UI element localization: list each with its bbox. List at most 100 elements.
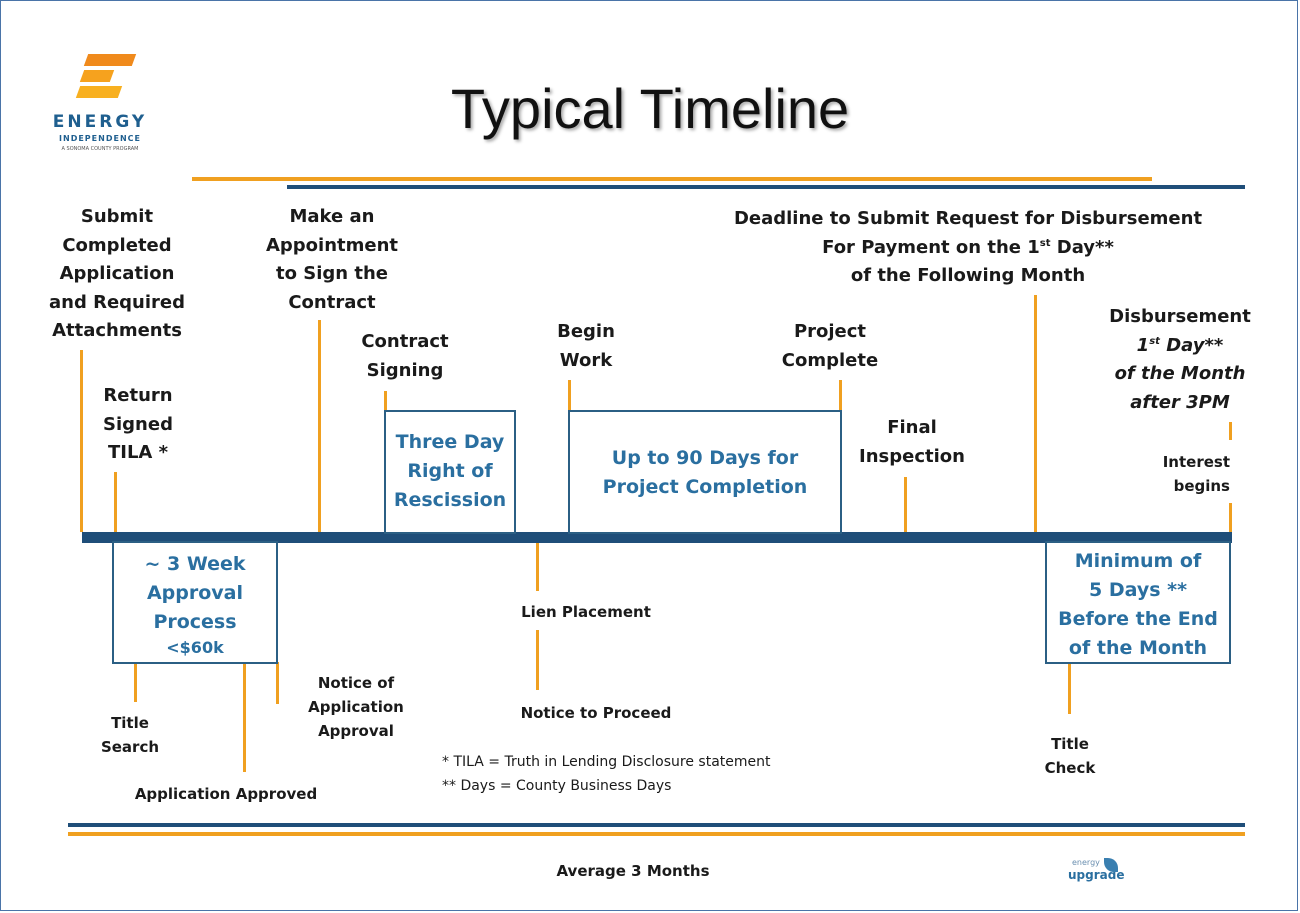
label-lien-placement: Lien Placement <box>506 600 666 624</box>
label-project-complete: Project Complete <box>770 318 890 375</box>
label-line: TILA * <box>107 442 169 463</box>
footnote-days: ** Days = County Business Days <box>442 778 672 794</box>
label-line: Disbursement <box>1109 306 1251 327</box>
box-line: Up to 90 Days for <box>611 447 799 469</box>
title-search-connector <box>134 662 137 702</box>
label-line: Final <box>887 417 937 438</box>
box-line: Three Day <box>395 431 505 453</box>
label-line: Application <box>59 263 175 284</box>
label-line: Lien Placement <box>521 603 651 621</box>
label-application-approved: Application Approved <box>116 782 336 806</box>
label-line: and Required <box>48 291 186 313</box>
label-submit-application: Submit Completed Application and Require… <box>42 203 192 346</box>
label-line: Title <box>111 714 149 732</box>
label-notice-to-proceed: Notice to Proceed <box>506 701 686 725</box>
box-text: Up to 90 Days for Project Completion <box>570 444 840 502</box>
label-line: Contract <box>361 331 449 352</box>
label-line: after 3PM <box>1130 391 1230 413</box>
deadline-connector <box>1034 295 1037 532</box>
box-line-limit: <$60k <box>166 638 224 657</box>
begin-work-connector <box>568 380 571 410</box>
upgrade-logo-small: energy <box>1072 858 1100 867</box>
box-approval-process: ~ 3 Week Approval Process <$60k <box>112 541 278 664</box>
label-line: Return <box>103 385 173 406</box>
label-part: 1 <box>1136 334 1150 356</box>
label-line: Attachments <box>52 320 182 341</box>
label-part: For Payment on the 1 <box>822 236 1040 258</box>
box-line: ~ 3 Week <box>144 553 246 575</box>
label-line: Completed <box>62 234 172 256</box>
logo-bar-1 <box>83 54 137 66</box>
label-line: Make an <box>289 206 375 227</box>
footer-average: Average 3 Months <box>556 862 710 880</box>
title-underline-navy <box>287 185 1245 189</box>
box-line: Process <box>153 611 237 633</box>
label-line: Signing <box>366 359 444 381</box>
box-line: Approval <box>146 582 244 604</box>
final-inspection-connector <box>904 477 907 532</box>
energy-independence-logo: ENERGY INDEPENDENCE A SONOMA COUNTY PROG… <box>42 50 162 160</box>
label-line: Contract <box>288 291 376 313</box>
label-line: to Sign the <box>276 263 388 284</box>
label-part: Day** <box>1050 236 1114 258</box>
box-three-day-rescission: Three Day Right of Rescission <box>384 410 516 534</box>
notice-proceed-connector <box>536 630 539 690</box>
footnote-tila: * TILA = Truth in Lending Disclosure sta… <box>442 754 771 770</box>
label-make-appointment: Make an Appointment to Sign the Contract <box>262 203 402 317</box>
submit-connector <box>80 350 83 532</box>
label-line: Deadline to Submit Request for Disbursem… <box>733 208 1203 229</box>
return-tila-connector <box>114 472 117 532</box>
logo-tagline: A SONOMA COUNTY PROGRAM <box>61 146 139 152</box>
label-final-inspection: Final Inspection <box>852 414 972 471</box>
label-line: Project <box>793 321 867 342</box>
label-deadline: Deadline to Submit Request for Disbursem… <box>718 205 1218 291</box>
box-project-completion: Up to 90 Days for Project Completion <box>568 410 842 534</box>
box-line: of the Month <box>1068 637 1208 659</box>
logo-subword: INDEPENDENCE <box>59 134 141 143</box>
label-line: Inspection <box>859 445 965 467</box>
bottom-rule-navy <box>68 823 1245 827</box>
bottom-rule-orange <box>68 832 1245 836</box>
lien-placement-connector <box>536 543 539 591</box>
label-return-tila: Return Signed TILA * <box>88 382 188 468</box>
label-line: Notice to Proceed <box>520 704 672 722</box>
box-text: Three Day Right of Rescission <box>386 428 514 515</box>
box-line: 5 Days ** <box>1088 579 1188 601</box>
label-line: Submit <box>80 206 154 227</box>
label-line: Notice of <box>317 674 395 692</box>
box-line: Minimum of <box>1074 550 1202 572</box>
timeline-bar <box>82 532 1232 543</box>
label-line: Search <box>100 738 160 756</box>
label-line: 1st Day** <box>1095 332 1265 361</box>
label-line: Approval <box>318 722 394 740</box>
box-text: ~ 3 Week Approval Process <$60k <box>114 550 276 659</box>
label-part: Day** <box>1159 334 1224 356</box>
box-line: Right of <box>407 460 493 482</box>
box-text: Minimum of 5 Days ** Before the End of t… <box>1047 547 1229 663</box>
label-title-check: Title Check <box>1030 732 1110 780</box>
energy-upgrade-logo: energy upgrade <box>1062 856 1142 890</box>
label-line: Appointment <box>265 234 399 256</box>
label-interest-begins: Interest begins <box>1150 450 1230 498</box>
label-line: begins <box>1173 477 1230 495</box>
label-line: Application Approved <box>134 785 318 803</box>
label-disbursement: Disbursement 1st Day** of the Month afte… <box>1095 303 1265 417</box>
label-line: of the Month <box>1114 363 1246 384</box>
box-line: Before the End <box>1058 608 1218 630</box>
label-line: Work <box>559 349 613 371</box>
title-check-connector <box>1068 662 1071 714</box>
superscript: st <box>1149 335 1160 347</box>
label-line: Begin <box>557 321 615 342</box>
box-line: Project Completion <box>602 476 808 498</box>
superscript: st <box>1039 237 1051 249</box>
box-minimum-days: Minimum of 5 Days ** Before the End of t… <box>1045 541 1231 664</box>
application-approved-connector <box>243 662 246 772</box>
label-line: Signed <box>103 413 173 435</box>
label-line: Complete <box>781 349 879 371</box>
page-title: Typical Timeline <box>450 77 850 140</box>
box-line: Rescission <box>393 489 507 511</box>
label-contract-signing: Contract Signing <box>340 328 470 385</box>
leaf-icon <box>1104 858 1118 872</box>
label-line: Interest <box>1162 453 1230 471</box>
interest-connector <box>1229 503 1232 532</box>
